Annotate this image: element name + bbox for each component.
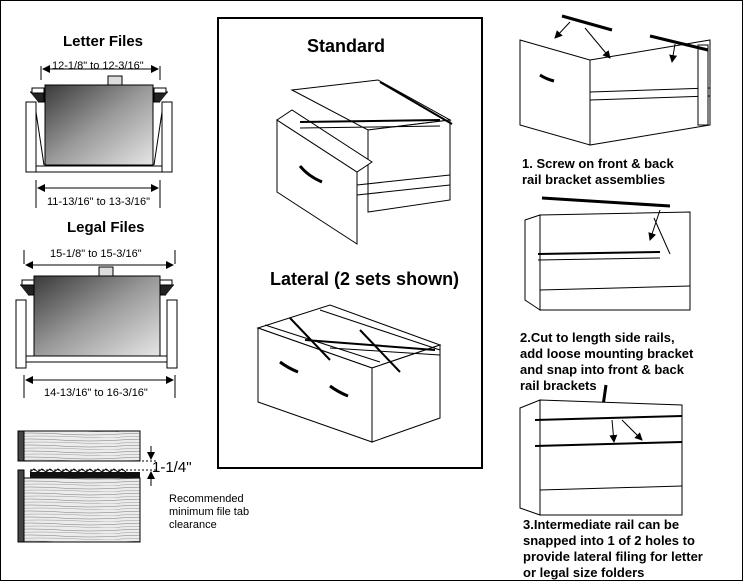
clearance-note-line3: clearance [169,519,217,531]
step2-line2: add loose mounting bracket [520,346,694,361]
legal-bottom-dimension: 14-13/16" to 16-3/16" [44,387,148,399]
step2-line3: and snap into front & back [520,362,684,377]
step3-line2: snapped into 1 of 2 holes to [523,533,695,548]
letter-files-title: Letter Files [63,33,144,50]
standard-drawer [276,79,453,245]
clearance-diagram [17,430,156,543]
legal-files-diagram [15,250,178,398]
clearance-note-line2: minimum file tab [169,506,250,518]
step2-text: 2.Cut to length side rails, add loose mo… [520,330,693,394]
clearance-note-line1: Recommended [169,493,244,505]
standard-title: Standard [307,36,386,56]
step3-line4: or legal size folders [523,565,645,580]
legal-files-title: Legal Files [67,219,145,236]
legal-top-dimension: 15-1/8" to 15-3/16" [50,248,142,260]
step1-line1: 1. Screw on front & back [522,156,674,171]
lateral-drawer [256,304,442,443]
step2-drawer [524,196,691,311]
step1-text: 1. Screw on front & back rail bracket as… [522,156,674,188]
step1-drawer [519,14,711,146]
clearance-value: 1-1/4" [152,459,192,476]
step2-line1: 2.Cut to length side rails, [520,330,675,345]
step3-line1: 3.Intermediate rail can be [523,517,680,532]
letter-bottom-dimension: 11-13/16" to 13-3/16" [47,196,151,208]
step3-text: 3.Intermediate rail can be snapped into … [523,517,703,581]
step2-line4: rail brackets [520,378,597,393]
lateral-title: Lateral (2 sets shown) [270,269,460,289]
step3-line3: provide lateral filing for letter [523,549,703,564]
step1-line2: rail bracket assemblies [522,172,666,187]
letter-files-diagram [25,65,173,208]
step3-drawer [519,384,683,516]
letter-top-dimension: 12-1/8" to 12-3/16" [52,60,144,72]
clearance-note: Recommended minimum file tab clearance [169,493,249,532]
